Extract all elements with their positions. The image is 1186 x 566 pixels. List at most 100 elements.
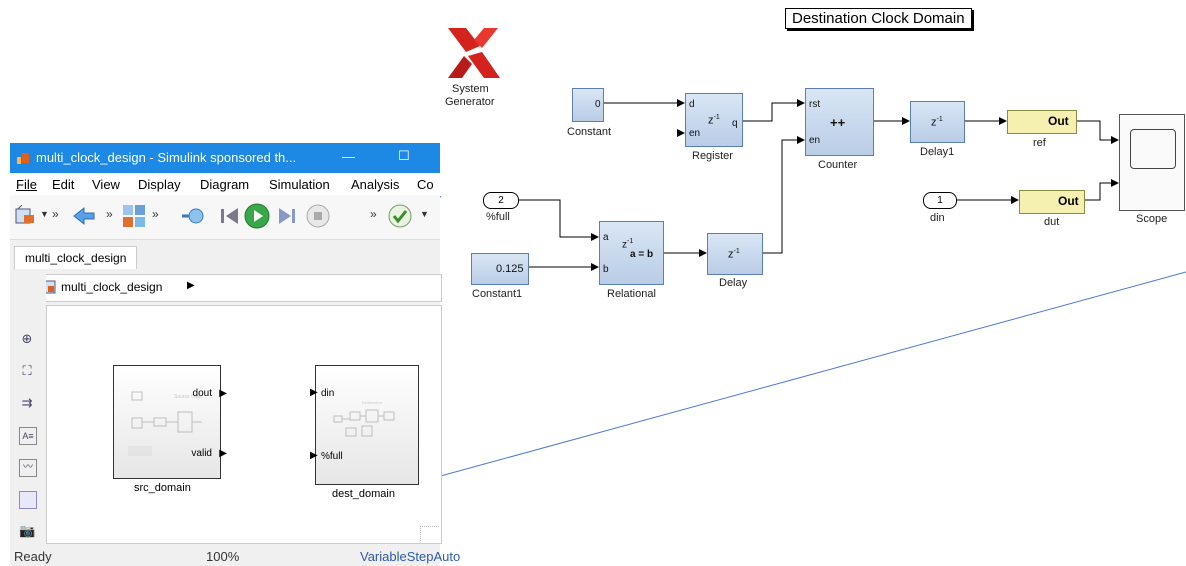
step-back-icon[interactable]: [218, 205, 240, 227]
menu-display[interactable]: Display: [138, 177, 181, 192]
toolbar-more-2[interactable]: »: [106, 207, 113, 221]
constant1-block[interactable]: 0.125: [471, 253, 529, 285]
tab-row: multi_clock_design: [10, 246, 440, 269]
menu-edit[interactable]: Edit: [52, 177, 75, 192]
relational-in-b: b: [603, 264, 609, 275]
window-title: multi_clock_design - Simulink sponsored …: [36, 150, 297, 165]
dest-domain-subsystem[interactable]: Destination ▶ ▶ din %full: [310, 365, 419, 485]
menu-bar: File Edit View Display Diagram Simulatio…: [10, 173, 440, 195]
toolbar-more-4[interactable]: »: [370, 207, 377, 221]
breadcrumb-arrow-icon[interactable]: ▶: [187, 280, 195, 291]
relational-symbol: z-1: [622, 238, 634, 251]
dest-in-arrow-1: ▶: [310, 387, 318, 398]
run-icon[interactable]: [244, 203, 270, 229]
dest-port-din: din: [321, 388, 335, 399]
scope-block[interactable]: [1119, 114, 1185, 211]
relational-in-a: a: [603, 232, 609, 243]
line-ref-scope: [1076, 120, 1119, 144]
breadcrumb-item[interactable]: multi_clock_design: [61, 280, 163, 294]
src-out-arrow-2: ▶: [219, 448, 227, 459]
dut-block[interactable]: Out: [1019, 190, 1085, 214]
left-toolstrip: ⊕ ⛶ ⇉ A≡ 〰 📷: [10, 273, 46, 543]
step-forward-icon[interactable]: [276, 205, 298, 227]
delay-block[interactable]: z-1: [707, 233, 763, 275]
constant-block[interactable]: 0: [572, 88, 604, 122]
src-preview-icon: Source Data: [128, 391, 202, 456]
signal-arrows-icon[interactable]: ⇉: [21, 395, 33, 410]
ref-value: Out: [1048, 114, 1069, 128]
toolbar: ▼ » » » » ▼: [10, 195, 440, 240]
stop-icon[interactable]: [306, 204, 330, 228]
menu-simulation[interactable]: Simulation: [269, 177, 330, 192]
svg-text:Source Data: Source Data: [174, 394, 202, 400]
din-inport[interactable]: 1: [923, 192, 957, 209]
relational-expr: a = b: [630, 249, 654, 260]
scope-label: Scope: [1136, 213, 1168, 225]
logo-line1: System: [452, 83, 489, 95]
model-canvas[interactable]: Source Data dout valid ▶ ▶ src_domain De…: [46, 305, 442, 544]
src-port-valid: valid: [191, 448, 212, 459]
delay1-symbol: z-1: [931, 116, 943, 129]
relational-label: Relational: [607, 288, 656, 300]
new-model-icon[interactable]: [14, 204, 36, 227]
delay-label: Delay: [719, 277, 748, 289]
simulink-window: multi_clock_design - Simulink sponsored …: [10, 143, 460, 566]
register-block[interactable]: d en q z-1: [685, 93, 743, 147]
canvas-resize-grip[interactable]: [420, 526, 439, 541]
library-browser-icon[interactable]: [122, 204, 146, 228]
menu-diagram[interactable]: Diagram: [200, 177, 250, 192]
register-in-d: d: [689, 99, 695, 110]
register-in-en: en: [689, 128, 701, 139]
menu-code[interactable]: Co: [417, 177, 434, 192]
status-solver[interactable]: VariableStepAuto: [360, 549, 461, 564]
maximize-button[interactable]: ☐: [398, 148, 410, 163]
menu-file[interactable]: File: [16, 177, 37, 192]
xilinx-logo: [444, 26, 502, 80]
fit-to-view-icon[interactable]: ⛶: [22, 363, 32, 378]
menu-view[interactable]: View: [92, 177, 120, 192]
dropdown-arrow-icon[interactable]: ▼: [40, 209, 49, 219]
dropdown-arrow-icon-2[interactable]: ▼: [420, 209, 429, 219]
diagram-title: Destination Clock Domain: [785, 8, 972, 29]
src-domain-label: src_domain: [134, 482, 191, 494]
status-zoom[interactable]: 100%: [206, 549, 240, 564]
toolbar-more-3[interactable]: »: [152, 207, 159, 221]
delay-symbol: z-1: [728, 248, 740, 261]
relational-block[interactable]: a b z-1 a = b: [599, 221, 664, 285]
line-register-counter: [742, 99, 805, 122]
check-icon[interactable]: [388, 204, 412, 228]
delay1-block[interactable]: z-1: [910, 101, 965, 143]
ref-label: ref: [1033, 137, 1046, 149]
src-port-dout: dout: [192, 388, 212, 399]
area-icon[interactable]: [19, 491, 37, 509]
register-label: Register: [692, 150, 733, 162]
dut-value: Out: [1058, 194, 1079, 208]
svg-text:Destination: Destination: [362, 400, 382, 405]
register-symbol: z-1: [708, 114, 720, 127]
image-icon[interactable]: 〰: [19, 459, 37, 477]
ref-block[interactable]: Out: [1007, 110, 1077, 134]
minimize-button[interactable]: —: [342, 149, 355, 164]
constant1-value: 0.125: [496, 263, 524, 275]
dest-in-arrow-2: ▶: [310, 450, 318, 461]
dest-domain-label: dest_domain: [332, 488, 395, 500]
toolbar-more-1[interactable]: »: [52, 207, 59, 221]
counter-block[interactable]: rst en ++: [805, 88, 874, 156]
annotation-icon[interactable]: A≡: [19, 427, 37, 445]
constant-label: Constant: [567, 126, 612, 138]
breadcrumb: multi_clock_design ▶: [36, 274, 442, 302]
line-dut-scope: [1076, 179, 1119, 201]
model-config-icon[interactable]: [180, 205, 206, 227]
tab-model[interactable]: multi_clock_design: [14, 246, 138, 269]
counter-in-en: en: [809, 135, 821, 146]
din-label: din: [930, 212, 945, 224]
src-domain-subsystem[interactable]: Source Data dout valid ▶ ▶: [113, 365, 227, 479]
camera-icon[interactable]: 📷: [19, 523, 36, 538]
back-arrow-icon[interactable]: [72, 205, 96, 227]
constant-value: 0: [595, 99, 601, 110]
menu-analysis[interactable]: Analysis: [351, 177, 400, 192]
dest-preview-icon: Destination: [333, 400, 395, 437]
zoom-icon[interactable]: ⊕: [21, 331, 33, 346]
full-inport[interactable]: 2: [483, 192, 519, 209]
counter-symbol: ++: [830, 115, 846, 130]
